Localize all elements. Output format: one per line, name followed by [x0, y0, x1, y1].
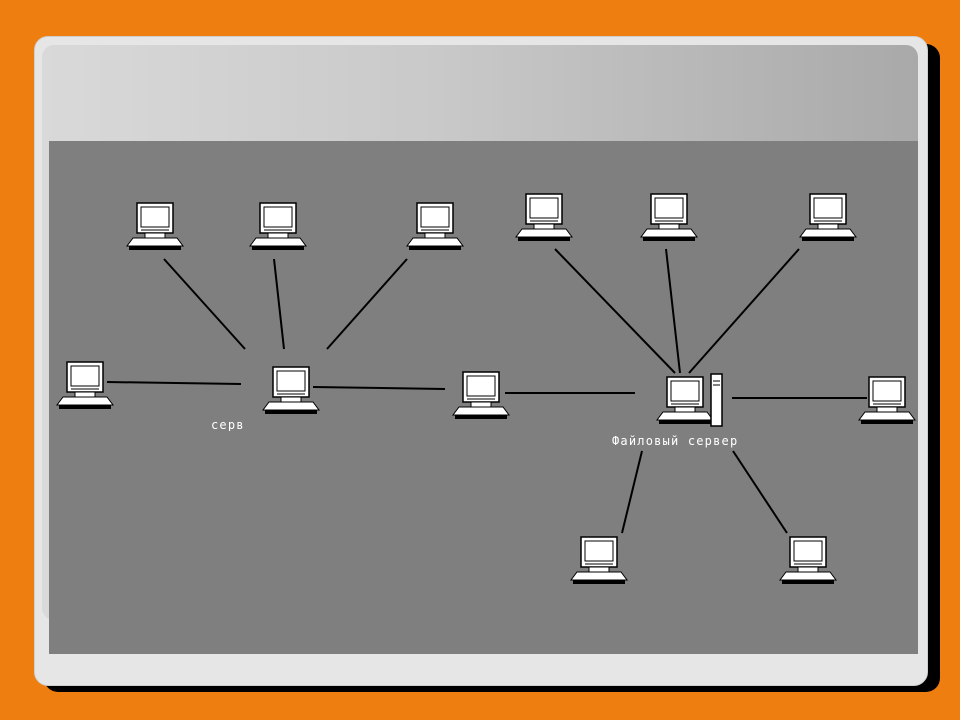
link — [621, 450, 643, 534]
server-tower-icon — [710, 373, 723, 427]
server-label: Файловый сервер — [612, 434, 738, 448]
link — [326, 258, 408, 350]
link — [688, 248, 800, 374]
link — [312, 386, 446, 390]
link — [665, 248, 681, 374]
computer-icon — [858, 376, 916, 425]
network-diagram: Файловый сервер серв — [56, 193, 916, 585]
computer-icon — [406, 202, 464, 251]
computer-icon — [126, 202, 184, 251]
computer-icon — [799, 193, 857, 242]
computer-icon — [452, 371, 510, 420]
computer-icon — [656, 376, 714, 425]
computer-icon — [570, 536, 628, 585]
partial-server-label: серв — [211, 418, 245, 432]
computer-icon — [262, 366, 320, 415]
computer-icon — [779, 536, 837, 585]
link — [106, 381, 242, 385]
computer-icon — [640, 193, 698, 242]
link — [163, 258, 246, 350]
computer-icon — [515, 193, 573, 242]
computer-icon — [249, 202, 307, 251]
link — [554, 248, 676, 374]
computer-icon — [56, 361, 114, 410]
link — [732, 450, 788, 534]
connections-right — [505, 248, 867, 534]
connections-left — [106, 258, 446, 390]
link — [273, 258, 285, 350]
